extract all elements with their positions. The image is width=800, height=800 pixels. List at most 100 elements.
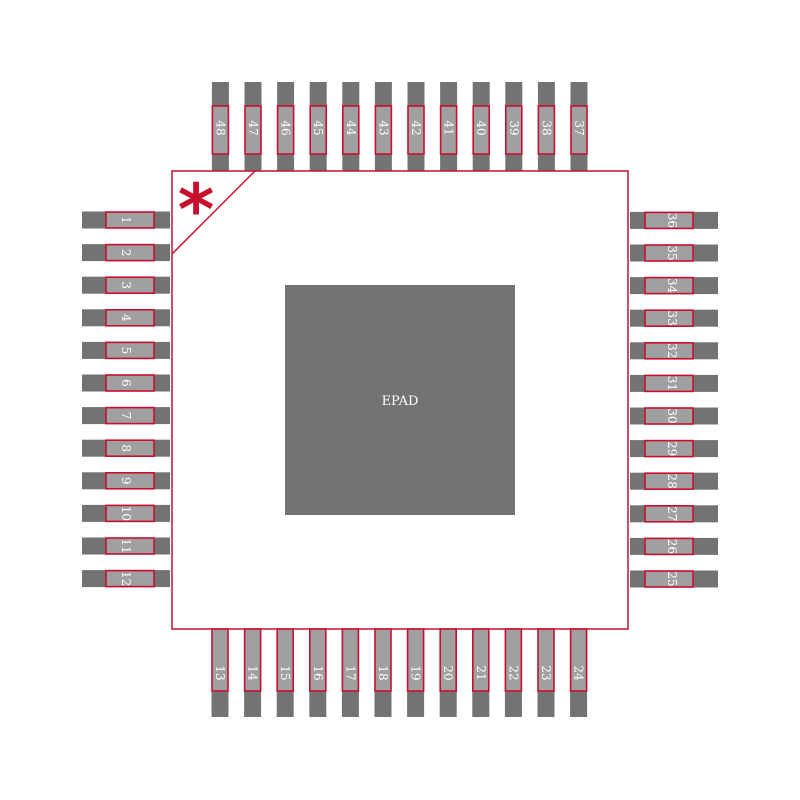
pad-pin-32	[644, 341, 694, 360]
pin-number-label: 6	[119, 379, 133, 387]
pad-pin-17	[341, 628, 360, 692]
pin1-chamfer-line	[171, 170, 256, 255]
pad-pin-37	[570, 105, 588, 155]
pin-number-label: 29	[665, 441, 679, 456]
pin-number-label: 4	[119, 314, 133, 322]
pin-number-label: 46	[279, 120, 293, 135]
pad-pin-2	[105, 243, 155, 262]
pad-pin-41	[439, 105, 458, 155]
pad-pin-29	[644, 439, 694, 458]
pad-pin-8	[105, 439, 155, 458]
pad-pin-15	[276, 628, 295, 692]
pad-pin-12	[105, 569, 155, 588]
pin-number-label: 36	[665, 213, 679, 228]
pad-pin-36	[644, 211, 694, 230]
pin-number-label: 22	[506, 665, 520, 680]
pin-number-label: 43	[376, 120, 390, 135]
exposed-pad-label: EPAD	[382, 394, 419, 409]
exposed-pad	[285, 285, 515, 515]
pin-number-label: 35	[665, 245, 679, 260]
pin1-marker-icon: *	[178, 169, 215, 251]
pin-number-label: 23	[539, 665, 553, 680]
pad-pin-33	[644, 309, 694, 328]
pad-pin-45	[309, 105, 328, 155]
pad-pin-9	[105, 471, 155, 490]
pin-number-label: 44	[344, 120, 358, 136]
pad-pin-34	[644, 276, 694, 295]
pin-number-label: 5	[119, 347, 133, 355]
pin-number-label: 3	[119, 281, 133, 289]
pad-pin-30	[644, 407, 694, 425]
package-body-outline	[171, 170, 629, 630]
pin-number-label: 31	[665, 376, 679, 391]
pin-number-label: 48	[213, 120, 227, 135]
pin-number-label: 37	[572, 120, 586, 135]
pad-pin-25	[644, 570, 694, 588]
pad-pin-1	[105, 211, 155, 229]
pad-pin-47	[244, 105, 262, 155]
pad-pin-27	[644, 504, 694, 523]
pin-number-label: 30	[665, 408, 679, 423]
pad-pin-6	[105, 374, 155, 392]
pin-number-label: 16	[311, 665, 325, 680]
pin-number-label: 47	[246, 120, 260, 135]
pad-pin-4	[105, 308, 155, 327]
pin-number-label: 13	[213, 665, 227, 680]
pad-pin-21	[471, 628, 490, 692]
pad-pin-42	[407, 105, 425, 155]
pin-number-label: 34	[665, 278, 679, 294]
pad-pin-20	[439, 628, 458, 692]
pin-number-label: 17	[343, 665, 357, 680]
pad-pin-7	[105, 406, 155, 425]
pad-pin-10	[105, 504, 155, 523]
pin-number-label: 20	[441, 665, 455, 680]
pad-pin-39	[504, 105, 523, 155]
pin-number-label: 8	[119, 444, 133, 452]
pad-pin-3	[105, 276, 155, 295]
pad-pin-16	[308, 628, 327, 692]
pin-number-label: 27	[665, 506, 679, 521]
pin-number-label: 45	[311, 120, 325, 135]
pin-number-label: 28	[665, 474, 679, 489]
pin-number-label: 33	[665, 311, 679, 326]
pin-number-label: 11	[119, 538, 133, 553]
pad-pin-13	[211, 628, 229, 692]
pad-pin-31	[644, 374, 694, 393]
pad-pin-18	[374, 628, 392, 692]
pin-number-label: 19	[409, 665, 423, 680]
pin-number-label: 39	[507, 120, 521, 135]
pad-pin-23	[537, 628, 555, 692]
pad-pin-22	[504, 628, 523, 692]
pin-number-label: 1	[119, 216, 133, 224]
pin-number-label: 32	[665, 343, 679, 358]
pin-number-label: 41	[442, 120, 456, 135]
pad-pin-11	[105, 537, 155, 555]
pad-pin-5	[105, 341, 155, 360]
pin-number-label: 9	[119, 477, 133, 485]
pin-number-label: 18	[376, 665, 390, 680]
pin-number-label: 40	[474, 120, 488, 135]
pad-pin-46	[276, 105, 295, 155]
pin-number-label: 21	[474, 665, 488, 680]
pad-pin-44	[341, 105, 360, 155]
pin-number-label: 42	[409, 120, 423, 135]
pad-pin-19	[406, 628, 425, 692]
pin-number-label: 26	[665, 539, 679, 554]
pad-pin-14	[243, 628, 262, 692]
pin-number-label: 10	[119, 506, 133, 521]
pin-number-label: 14	[246, 665, 260, 681]
pin-number-label: 24	[572, 665, 586, 681]
pad-pin-24	[569, 628, 588, 692]
pin-number-label: 2	[119, 249, 133, 257]
pin-number-label: 12	[119, 571, 133, 586]
pad-pin-28	[644, 472, 694, 491]
pad-pin-43	[374, 105, 393, 155]
pad-pin-40	[472, 105, 491, 155]
pin-number-label: 38	[539, 120, 553, 135]
pad-pin-48	[211, 105, 230, 155]
pin-number-label: 15	[278, 665, 292, 680]
pad-pin-35	[644, 244, 694, 262]
pad-pin-38	[537, 105, 556, 155]
